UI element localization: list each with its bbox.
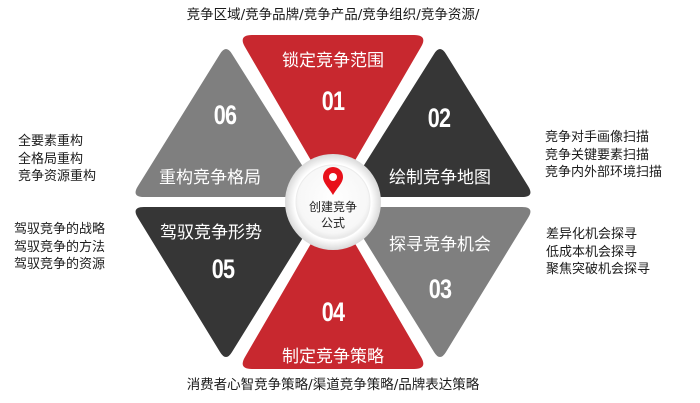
segment-02-number: 02 [427, 103, 451, 133]
location-pin-icon [323, 167, 343, 195]
segment-06-gray-triangle[interactable] [135, 49, 319, 197]
segment-06-label: 重构竞争格局 [159, 168, 261, 188]
center-title-line1: 创建竞争 [308, 200, 357, 214]
segment-04-red-triangle[interactable] [242, 211, 424, 370]
segment-05-number: 05 [211, 254, 235, 284]
center-title-line2: 公式 [320, 216, 345, 230]
detail-item: 全要素重构 [18, 134, 84, 149]
detail-item: 竞争资源重构 [18, 169, 97, 184]
segment-02-label: 绘制竞争地图 [389, 168, 491, 188]
center-inner-circle[interactable] [295, 164, 371, 240]
segment-02-dark-triangle[interactable] [347, 49, 531, 197]
segment-04-caption: 消费者心智竞争策略/渠道竞争策略/品牌表达策略 [186, 377, 480, 393]
segment-02-details: 竞争对手画像扫描 竞争关键要素扫描 竞争内外部环境扫描 [545, 129, 662, 182]
segment-06-number: 06 [213, 100, 237, 130]
detail-item: 低成本机会探寻 [546, 244, 638, 260]
segment-04-number: 04 [321, 297, 345, 327]
segment-01-caption: 竞争区域/竞争品牌/竞争产品/竞争组织/竞争资源/ [186, 7, 480, 23]
detail-item: 差异化机会探寻 [546, 227, 638, 242]
detail-item: 驾驭竞争的战略 [14, 222, 106, 237]
detail-item: 驾驭竞争的方法 [14, 239, 106, 255]
segment-03-label: 探寻竞争机会 [389, 235, 491, 255]
detail-item: 驾驭竞争的资源 [14, 257, 106, 272]
segment-01-number: 01 [321, 86, 345, 116]
segment-05-label: 驾驭竞争形势 [160, 223, 262, 243]
center-title: 创建竞争 公式 [298, 199, 368, 231]
segment-01-label: 锁定竞争范围 [282, 51, 384, 71]
segment-03-gray-triangle[interactable] [347, 207, 531, 357]
segment-04-label: 制定竞争策略 [282, 347, 384, 367]
detail-item: 竞争内外部环境扫描 [545, 165, 663, 180]
detail-item: 竞争对手画像扫描 [545, 130, 650, 145]
segment-05-dark-triangle[interactable] [135, 207, 319, 357]
segment-03-number: 03 [428, 274, 452, 304]
segment-03-details: 差异化机会探寻 低成本机会探寻 聚焦突破机会探寻 [546, 226, 650, 279]
segment-01-red-triangle[interactable] [242, 35, 424, 193]
segment-05-details: 驾驭竞争的战略 驾驭竞争的方法 驾驭竞争的资源 [14, 221, 105, 274]
detail-item: 全格局重构 [18, 151, 84, 167]
detail-item: 聚焦突破机会探寻 [546, 262, 651, 277]
detail-item: 竞争关键要素扫描 [545, 147, 650, 163]
segment-06-details: 全要素重构 全格局重构 竞争资源重构 [18, 133, 96, 186]
